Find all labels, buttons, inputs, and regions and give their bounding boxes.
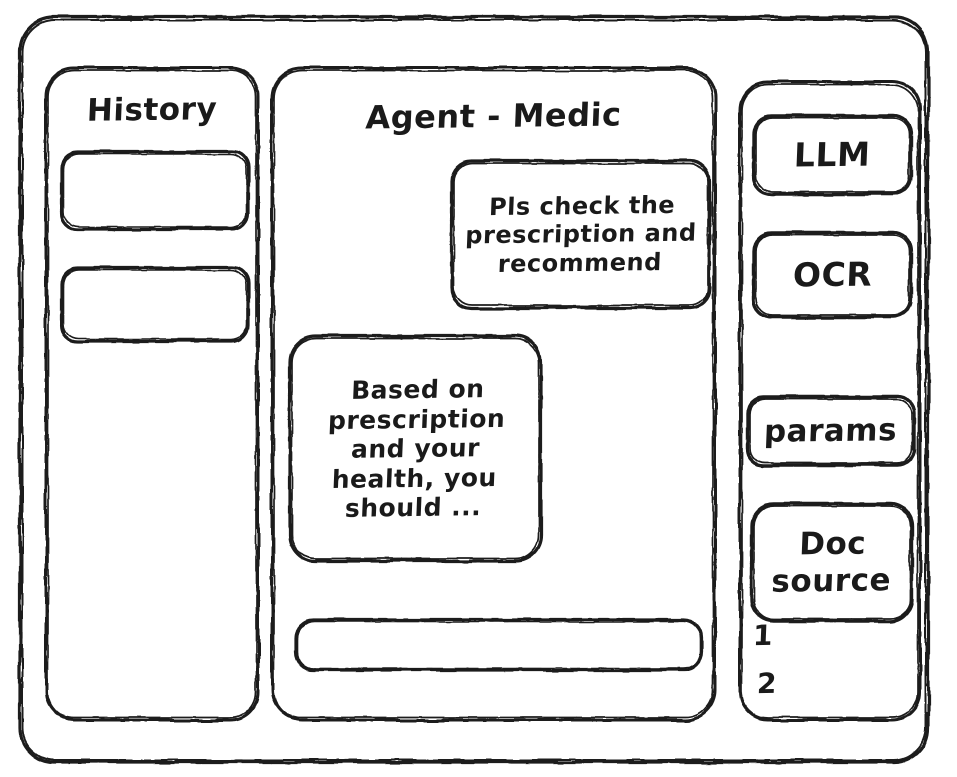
params-button[interactable]: params [748,397,914,465]
history-title: History [86,91,218,129]
doc-source-item-2[interactable]: 2 [756,666,778,701]
assistant-message-text: Based on prescription and your health, y… [327,373,506,523]
doc-source-button-label: Doc source [770,525,892,600]
doc-source-button[interactable]: Doc source [752,504,912,621]
user-message-bubble: Pls check the prescription and recommend [452,161,710,308]
ocr-button[interactable]: OCR [754,233,911,317]
assistant-message-bubble: Based on prescription and your health, y… [290,336,541,561]
params-button-label: params [763,411,899,450]
message-input[interactable] [296,620,702,670]
history-item[interactable] [62,268,248,341]
llm-button-label: LLM [793,134,872,174]
page-title: Agent - Medic [364,95,623,137]
llm-button[interactable]: LLM [754,116,911,194]
doc-source-item-1[interactable]: 1 [752,618,774,653]
history-item[interactable] [62,152,248,229]
ocr-button-label: OCR [792,254,873,295]
user-message-text: Pls check the prescription and recommend [464,190,698,278]
